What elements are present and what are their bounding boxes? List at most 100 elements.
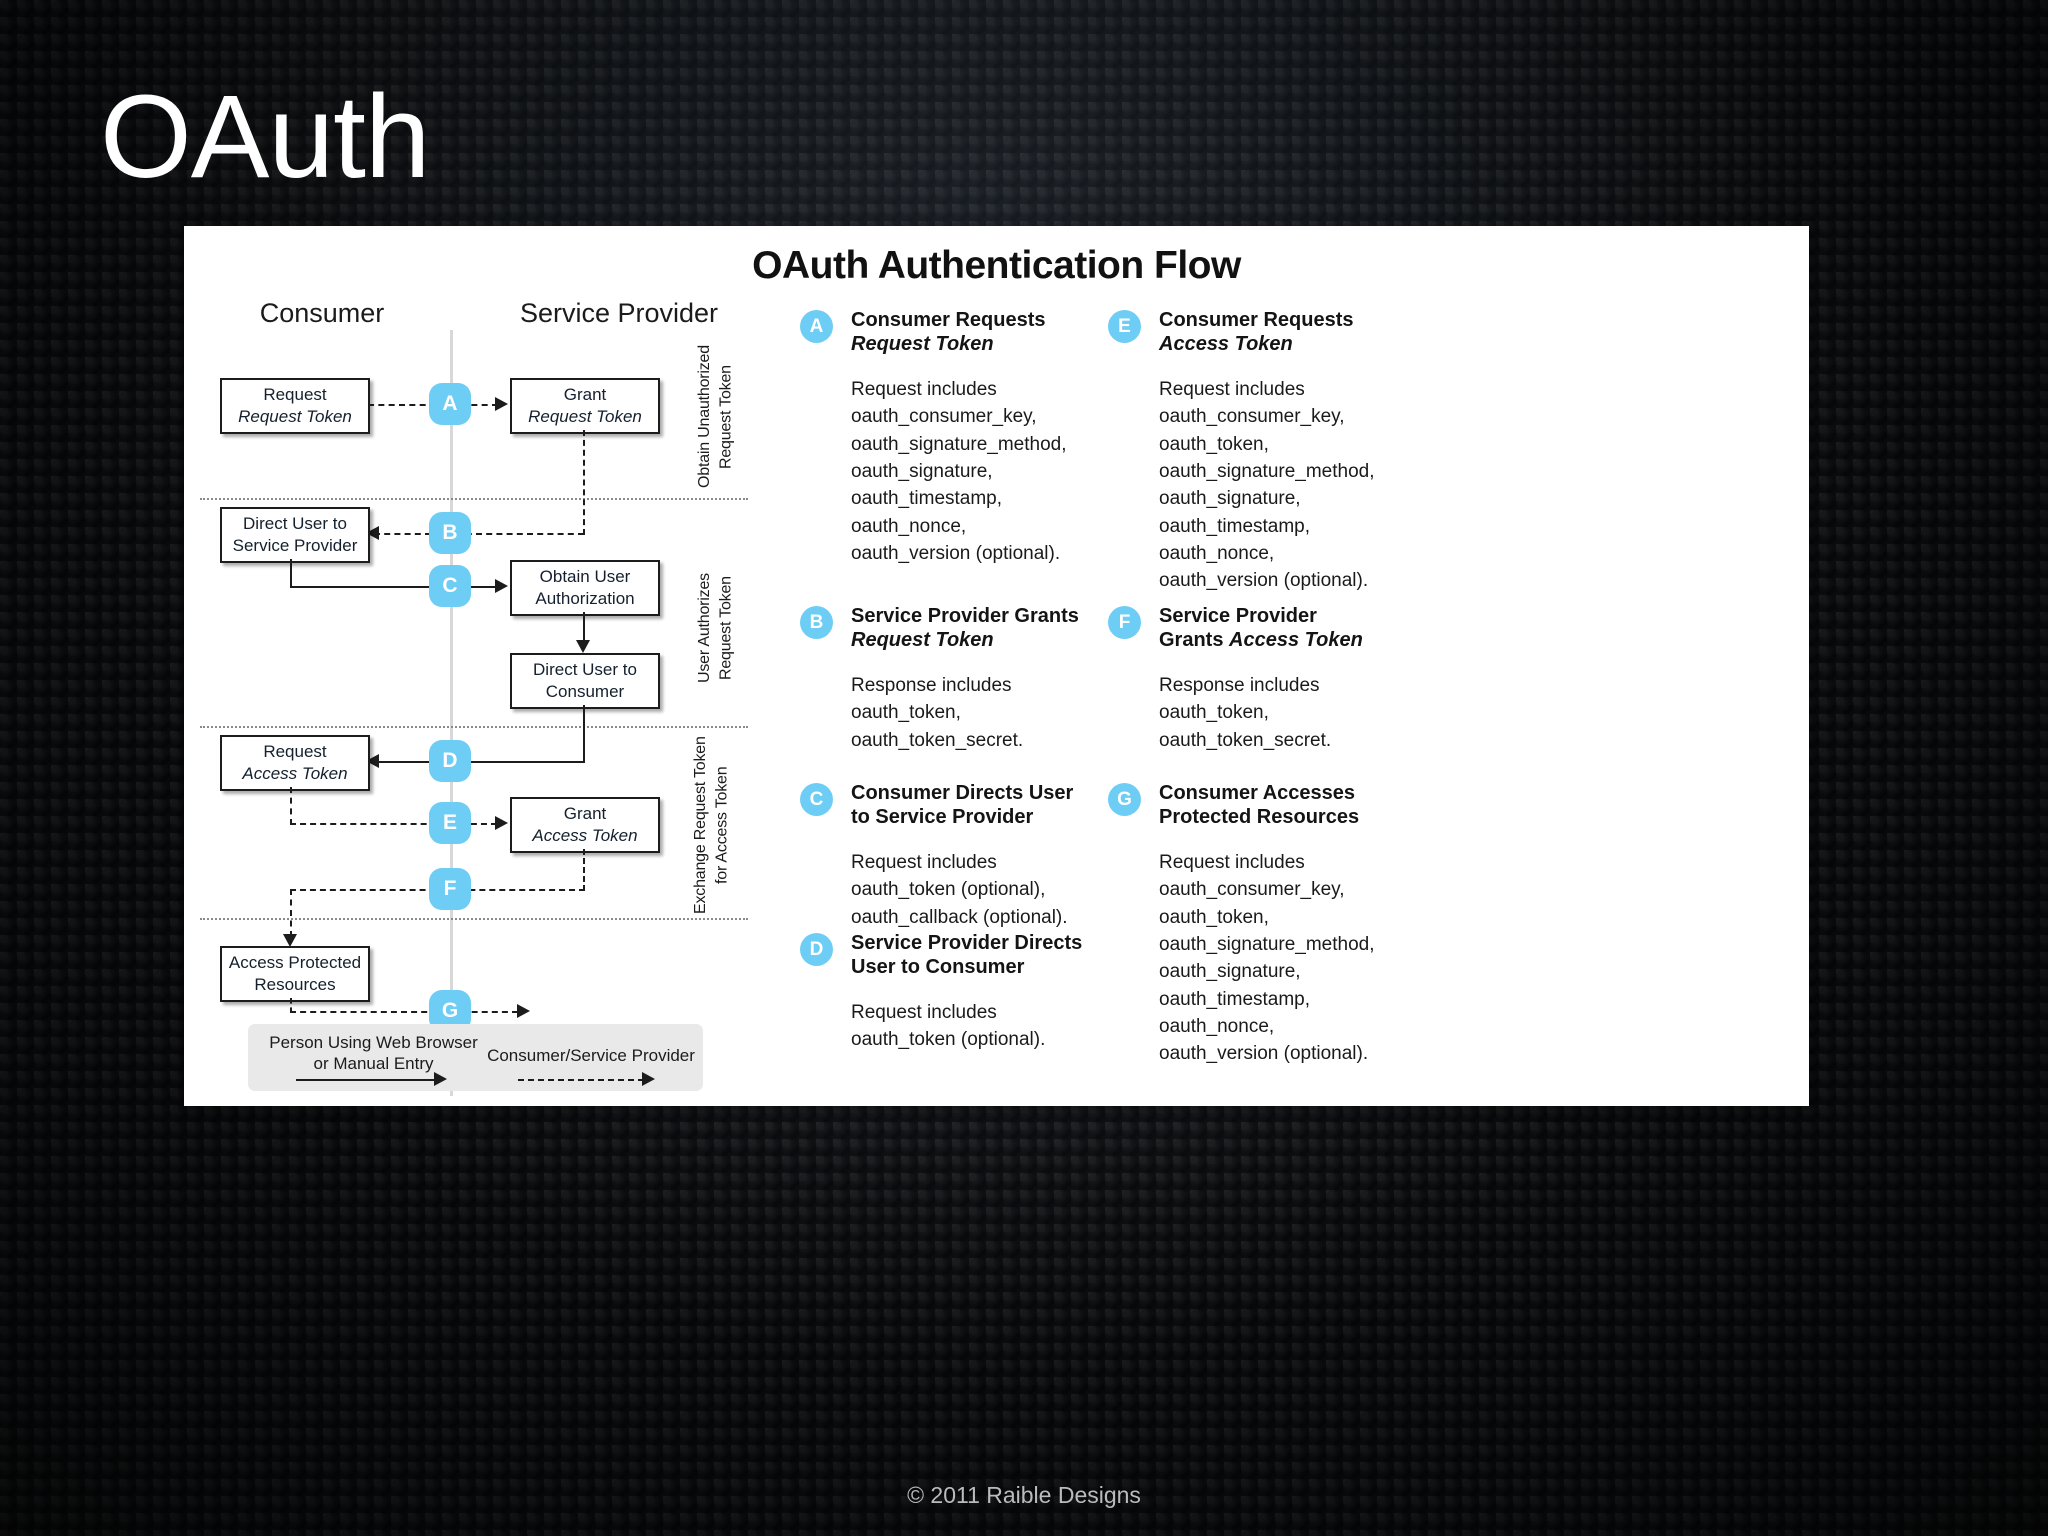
step-title-plain2: Grants xyxy=(1159,629,1224,652)
page-title: OAuth xyxy=(100,71,431,203)
phase-separator-1 xyxy=(200,498,748,500)
step-e: E Consumer Requests Access Token Request… xyxy=(1108,308,1403,595)
lifeline-divider xyxy=(450,330,453,1096)
flow-marker-c: C xyxy=(429,565,471,607)
step-f: F Service Provider Grants Access Token R… xyxy=(1108,604,1403,754)
flow-box-line2: Service Provider xyxy=(232,536,358,555)
flow-arrow-c xyxy=(495,579,508,593)
step-title-italic: Request Token xyxy=(851,333,994,356)
step-body-a: Request includes oauth_consumer_key, oau… xyxy=(851,378,1067,564)
step-g: G Consumer Accesses Protected Resources … xyxy=(1108,781,1403,1068)
flow-edge-c-vertical xyxy=(290,559,292,588)
step-title-plain: Service Provider Grants xyxy=(851,605,1079,627)
legend-solid-line xyxy=(296,1079,436,1081)
flow-edge-authorize-to-direct xyxy=(583,612,585,642)
legend-panel: Person Using Web Browser or Manual Entry… xyxy=(248,1024,703,1091)
step-title-plain: Service Provider xyxy=(1159,605,1317,627)
step-badge-b: B xyxy=(800,606,833,639)
step-title-plain: Consumer Requests xyxy=(1159,309,1354,331)
flow-box-line1: Access Protected xyxy=(228,952,362,972)
step-body-e: Request includes oauth_consumer_key, oau… xyxy=(1159,378,1375,592)
flow-box-line1: Grant xyxy=(563,384,607,404)
flow-box-grant-request-token: Grant Request Token xyxy=(510,378,660,434)
step-body-f: Response includes oauth_token, oauth_tok… xyxy=(1159,674,1332,751)
flow-edge-e xyxy=(290,823,497,825)
flow-edge-d-vertical xyxy=(583,705,585,763)
step-title-d: Service Provider Directs User to Consume… xyxy=(851,932,1083,979)
step-body-c: Request includes oauth_token (optional),… xyxy=(851,851,1068,928)
phase-separator-2 xyxy=(200,726,748,728)
flow-edge-g xyxy=(290,1011,518,1013)
flow-box-request-access-token: Request Access Token xyxy=(220,735,370,791)
step-title-e: Consumer Requests Access Token xyxy=(1159,308,1403,357)
step-badge-d: D xyxy=(800,933,833,966)
step-title-c: Consumer Directs User to Service Provide… xyxy=(851,782,1074,829)
step-title-b: Service Provider Grants Request Token xyxy=(851,604,1095,653)
step-badge-a: A xyxy=(800,310,833,343)
step-b: B Service Provider Grants Request Token … xyxy=(800,604,1095,754)
step-c: C Consumer Directs User to Service Provi… xyxy=(800,781,1095,931)
column-header-consumer: Consumer xyxy=(259,298,385,328)
flow-box-line1: Direct User to xyxy=(533,659,637,679)
step-badge-c: C xyxy=(800,783,833,816)
flow-box-line1: Request xyxy=(263,384,327,404)
flow-edge-b xyxy=(374,533,584,535)
step-badge-f: F xyxy=(1108,606,1141,639)
step-badge-g: G xyxy=(1108,783,1141,816)
step-title-f: Service Provider Grants Access Token xyxy=(1159,604,1403,653)
flow-edge-f-vertical xyxy=(583,849,585,891)
flow-box-line2: Resources xyxy=(254,975,336,994)
step-body-d: Request includes oauth_token (optional). xyxy=(851,1001,1046,1051)
step-title-italic: Access Token xyxy=(1229,629,1363,652)
flow-box-line2: Authorization xyxy=(535,589,635,608)
slide-footer-copyright: © 2011 Raible Designs xyxy=(907,1482,1141,1508)
flow-edge-f-down xyxy=(290,889,292,937)
flow-edge-c xyxy=(290,586,497,588)
step-a: A Consumer Requests Request Token Reques… xyxy=(800,308,1095,567)
phase-label-user-authorizes-request-token: User Authorizes Request Token xyxy=(696,573,735,683)
flow-arrow-g xyxy=(517,1004,530,1018)
step-title-plain: Consumer Requests xyxy=(851,309,1046,331)
step-title-a: Consumer Requests Request Token xyxy=(851,308,1095,357)
flow-marker-d: D xyxy=(429,740,471,782)
phase-separator-3 xyxy=(200,918,748,920)
step-body-g: Request includes oauth_consumer_key, oau… xyxy=(1159,851,1375,1065)
step-title-italic: Access Token xyxy=(1159,333,1293,356)
flow-box-line1: Direct User to xyxy=(243,513,347,533)
step-body-b: Response includes oauth_token, oauth_tok… xyxy=(851,674,1024,751)
flow-edge-e-vertical xyxy=(290,787,292,825)
flow-box-grant-access-token: Grant Access Token xyxy=(510,797,660,853)
flow-marker-e: E xyxy=(429,802,471,844)
flow-arrow-e xyxy=(495,816,508,830)
flow-box-line2: Consumer xyxy=(545,682,625,701)
legend-label-consumer-service-provider: Consumer/Service Provider xyxy=(487,1046,695,1065)
flow-box-direct-user-to-consumer: Direct User to Consumer xyxy=(510,653,660,709)
flow-box-line2: Access Token xyxy=(242,764,348,783)
flow-box-line1: Grant xyxy=(563,803,607,823)
flow-box-line1: Request xyxy=(263,741,327,761)
flow-box-line2: Access Token xyxy=(532,826,638,845)
step-title-italic: Request Token xyxy=(851,629,994,652)
flow-marker-b: B xyxy=(429,512,471,554)
flow-box-line1: Obtain User xyxy=(539,566,631,586)
flow-edge-d xyxy=(374,761,585,763)
flow-edge-b-vertical xyxy=(583,430,585,535)
flow-box-request-request-token: Request Request Token xyxy=(220,378,370,434)
flow-arrow-authorize-to-direct xyxy=(576,640,590,653)
legend-dashed-arrow xyxy=(642,1072,655,1086)
oauth-flow-diagram-card: OAuth Authentication Flow Consumer Servi… xyxy=(184,226,1809,1106)
legend-solid-arrow xyxy=(434,1072,447,1086)
phase-label-obtain-unauthorized-request-token: Obtain Unauthorized Request Token xyxy=(696,345,735,489)
legend-label-person: Person Using Web Browser or Manual Entry xyxy=(269,1033,478,1074)
flow-arrow-f xyxy=(283,934,297,947)
column-header-service-provider: Service Provider xyxy=(519,298,719,328)
step-d: D Service Provider Directs User to Consu… xyxy=(800,931,1095,1054)
figure-title: OAuth Authentication Flow xyxy=(752,244,1241,287)
flow-marker-f: F xyxy=(429,868,471,910)
flow-box-access-protected-resources: Access Protected Resources xyxy=(220,946,370,1002)
flow-box-direct-user-to-service-provider: Direct User to Service Provider xyxy=(220,507,370,563)
step-title-g: Consumer Accesses Protected Resources xyxy=(1159,782,1360,829)
flow-box-obtain-user-authorization: Obtain User Authorization xyxy=(510,560,660,616)
flow-edge-g-vertical xyxy=(290,998,292,1013)
flow-arrow-a xyxy=(495,397,508,411)
